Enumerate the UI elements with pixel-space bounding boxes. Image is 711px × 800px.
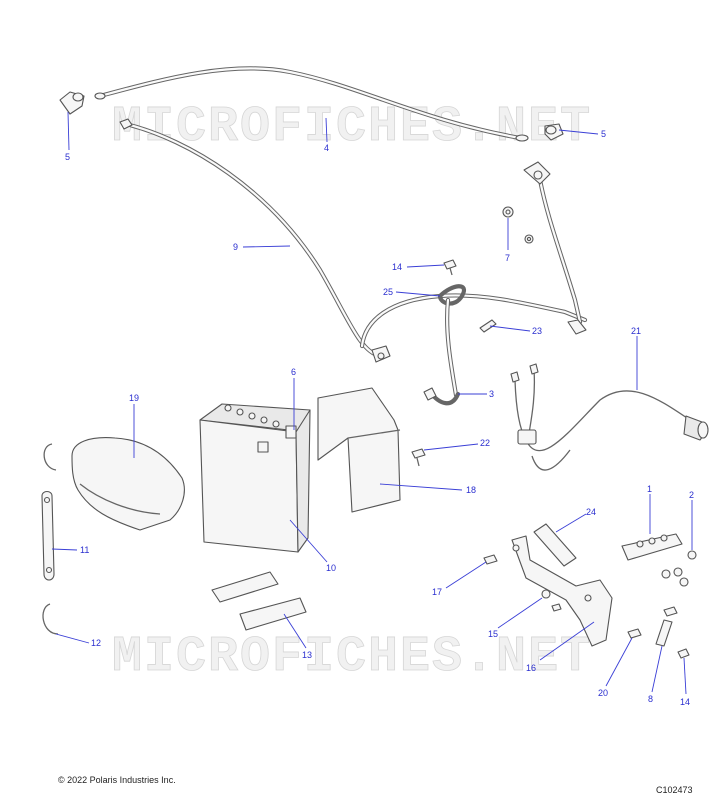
clip-12 bbox=[42, 443, 59, 635]
foam-pad-13 bbox=[211, 571, 307, 631]
screw-14 bbox=[443, 259, 457, 276]
sleeve-24 bbox=[533, 523, 577, 567]
callout-5-left: 5 bbox=[65, 152, 70, 162]
callout-7: 7 bbox=[505, 253, 510, 263]
terminal-boot-5-right bbox=[544, 123, 564, 141]
callout-9: 9 bbox=[233, 242, 238, 252]
screw-17 bbox=[483, 554, 498, 565]
positive-cable bbox=[523, 161, 587, 335]
cable-9 bbox=[119, 118, 391, 363]
callout-10: 10 bbox=[326, 563, 336, 573]
callout-8: 8 bbox=[648, 694, 653, 704]
callout-25: 25 bbox=[383, 287, 393, 297]
cable-3 bbox=[423, 387, 461, 406]
callout-13: 13 bbox=[302, 650, 312, 660]
callout-12: 12 bbox=[91, 638, 101, 648]
terminal-block-1 bbox=[621, 533, 683, 561]
callout-14-top: 14 bbox=[392, 262, 402, 272]
callout-14-bottom: 14 bbox=[680, 697, 690, 707]
callout-5-right: 5 bbox=[601, 129, 606, 139]
battery-10 bbox=[199, 403, 311, 553]
callouts: 1 2 3 4 5 5 6 7 8 9 10 11 12 13 14 14 15… bbox=[65, 129, 694, 707]
callout-16: 16 bbox=[526, 663, 536, 673]
watermark-bottom: MICROFICHES.NET bbox=[112, 629, 592, 686]
battery-cover-19 bbox=[71, 437, 185, 531]
callout-17: 17 bbox=[432, 587, 442, 597]
callout-2: 2 bbox=[689, 490, 694, 500]
nut-2 bbox=[661, 550, 697, 587]
callout-15: 15 bbox=[488, 629, 498, 639]
screw-14-lower bbox=[677, 648, 690, 659]
screw-15 bbox=[541, 589, 562, 612]
bracket-16 bbox=[511, 535, 613, 647]
terminal-boot-5-left bbox=[59, 91, 85, 115]
callout-19: 19 bbox=[129, 393, 139, 403]
callout-4: 4 bbox=[324, 143, 329, 153]
bolt-22 bbox=[411, 448, 426, 467]
link-8 bbox=[655, 606, 678, 647]
callout-21: 21 bbox=[631, 326, 641, 336]
callout-24: 24 bbox=[586, 507, 596, 517]
copyright-text: © 2022 Polaris Industries Inc. bbox=[58, 775, 176, 785]
callout-22: 22 bbox=[480, 438, 490, 448]
battery-shield-18 bbox=[317, 387, 401, 513]
figure-id: C102473 bbox=[656, 785, 693, 795]
strap-11 bbox=[41, 490, 55, 581]
fuse-23 bbox=[479, 319, 497, 333]
wiring-harness-25 bbox=[359, 284, 588, 398]
callout-1: 1 bbox=[647, 484, 652, 494]
cable-4 bbox=[94, 66, 529, 142]
watermark-top: MICROFICHES.NET bbox=[112, 99, 592, 156]
accessory-harness-21 bbox=[510, 363, 709, 471]
callout-20: 20 bbox=[598, 688, 608, 698]
callout-18: 18 bbox=[466, 485, 476, 495]
screw-20 bbox=[627, 628, 642, 639]
callout-3: 3 bbox=[489, 389, 494, 399]
callout-23: 23 bbox=[532, 326, 542, 336]
callout-6: 6 bbox=[291, 367, 296, 377]
leaders bbox=[51, 111, 693, 695]
nut-7 bbox=[502, 206, 534, 244]
callout-11: 11 bbox=[80, 545, 89, 555]
